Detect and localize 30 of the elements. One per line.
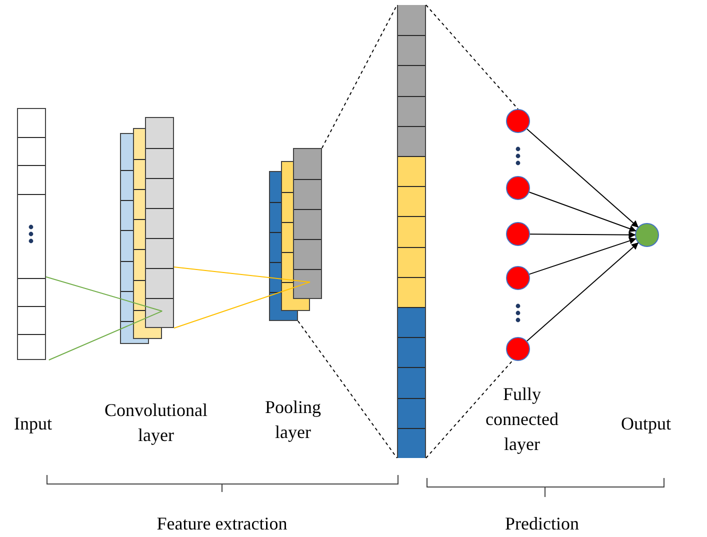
feature-map-stack: [269, 148, 322, 321]
layer-caption: Fully connected layer: [484, 383, 560, 457]
neuron-circle: [506, 337, 530, 361]
arrow: [530, 231, 636, 238]
layer-caption: Feature extraction: [156, 512, 288, 536]
neuron-circle: [506, 222, 530, 246]
vector-column: [397, 5, 426, 458]
layer-caption: Prediction: [504, 512, 580, 536]
layer-caption: Pooling layer: [264, 396, 322, 444]
arrow: [526, 242, 639, 342]
connector-line: [174, 266, 311, 283]
neuron-circle: [635, 223, 659, 247]
vector-column: [17, 108, 46, 360]
neuron-circle: [506, 176, 530, 200]
dashed-line: [298, 320, 398, 458]
layer-caption: Convolutional layer: [104, 398, 208, 447]
dashed-line: [426, 359, 514, 458]
dashed-line: [426, 4, 518, 110]
arrow: [528, 237, 636, 275]
neuron-circle: [506, 266, 530, 290]
connector-line: [46, 276, 163, 312]
connector-line: [48, 310, 163, 360]
dashed-line: [322, 4, 398, 148]
arrow: [528, 192, 636, 232]
neuron-circle: [506, 109, 530, 133]
feature-map-stack: [120, 117, 174, 344]
layer-caption: Output: [620, 412, 672, 436]
arrow: [526, 128, 639, 228]
connector-line: [174, 282, 311, 329]
layer-caption: Input: [13, 412, 53, 436]
